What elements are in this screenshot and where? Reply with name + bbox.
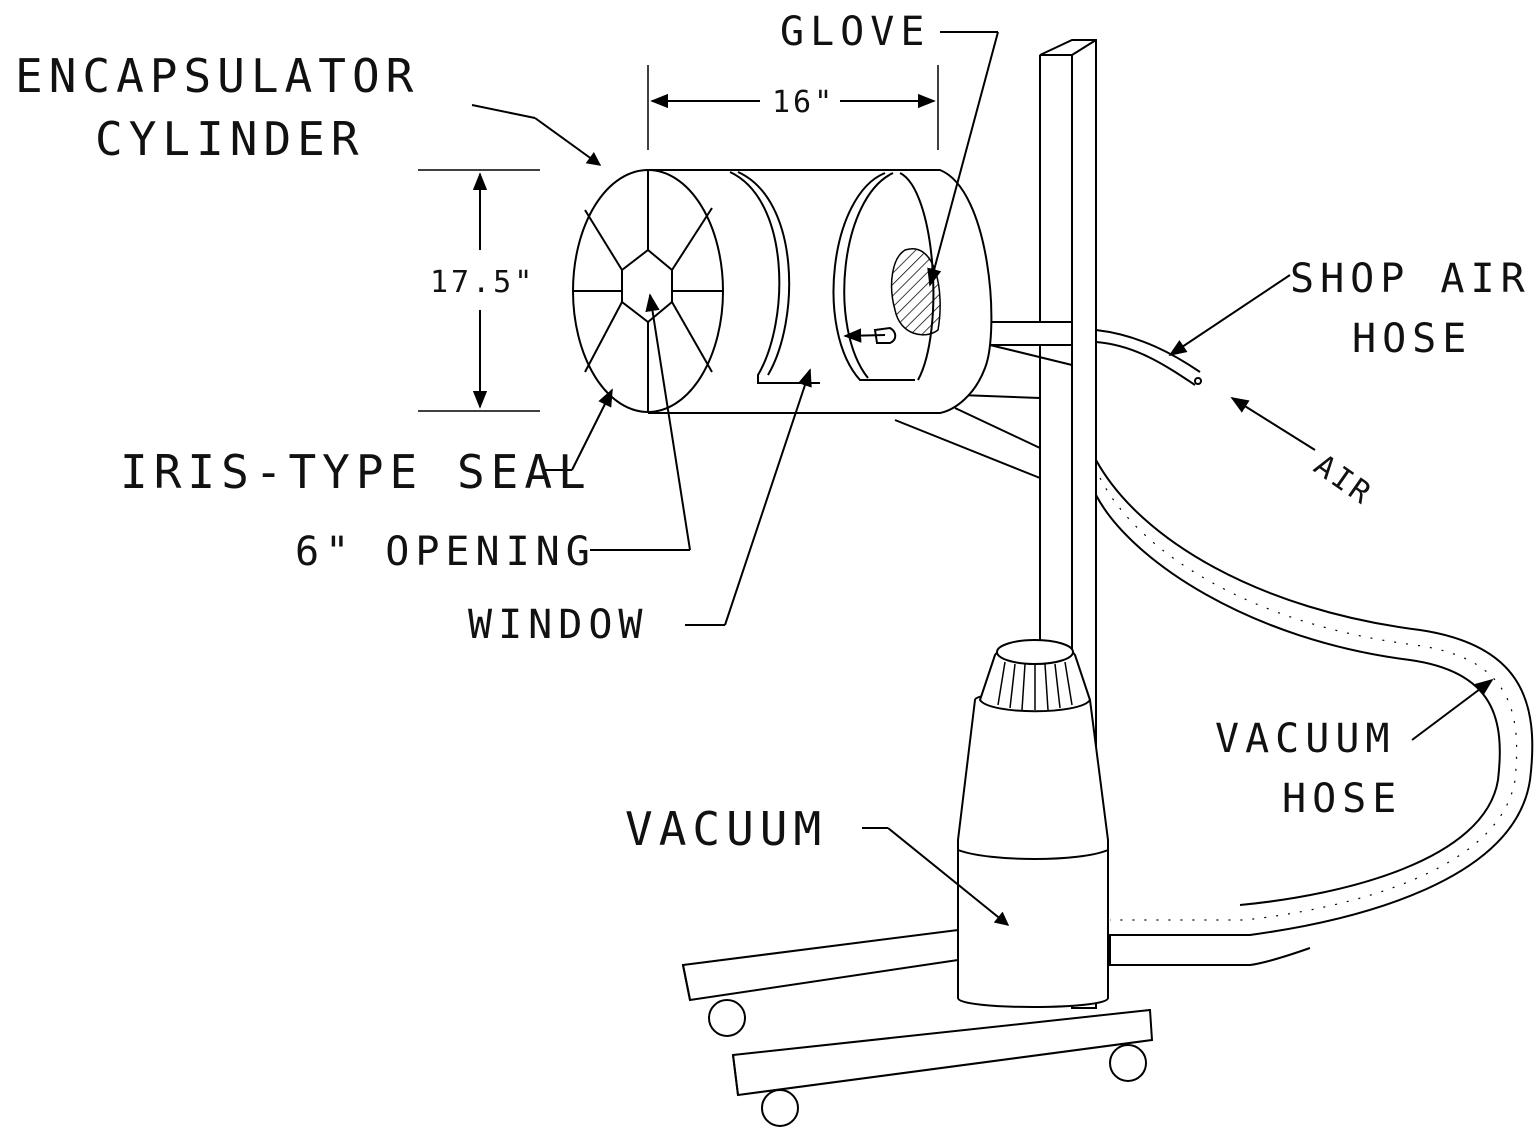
glove-label: GLOVE [780,9,930,55]
window-label: WINDOW [468,602,649,648]
encapsulator-cylinder [648,169,993,414]
vacuum-hose [1088,459,1534,966]
iris-seal [572,169,724,413]
encapsulator-label-line1: ENCAPSULATOR [15,49,419,103]
diameter-dimension-label: 17.5" [430,265,535,300]
dimension-17-5 [418,169,540,412]
vacuum-hose-label-line2: HOSE [1282,776,1402,822]
vacuum-label: VACUUM [625,802,827,856]
labels: GLOVE ENCAPSULATOR CYLINDER 16" 17.5" SH… [15,9,1531,856]
base [681,928,1154,1127]
vacuum-hose-label-line1: VACUUM [1215,716,1396,762]
shop-air-label-line1: SHOP AIR [1290,256,1531,302]
vacuum-unit [957,639,1109,1008]
shop-air-label-line2: HOSE [1352,316,1472,362]
dimension-16 [647,65,939,150]
length-dimension-label: 16" [772,85,835,120]
encapsulator-label-line2: CYLINDER [95,112,365,166]
leaders [471,31,1494,926]
shop-air-hose [1095,329,1202,386]
opening-label: 6" OPENING [295,529,596,575]
air-label: AIR [1307,448,1379,513]
iris-seal-label: IRIS-TYPE SEAL [120,445,592,499]
